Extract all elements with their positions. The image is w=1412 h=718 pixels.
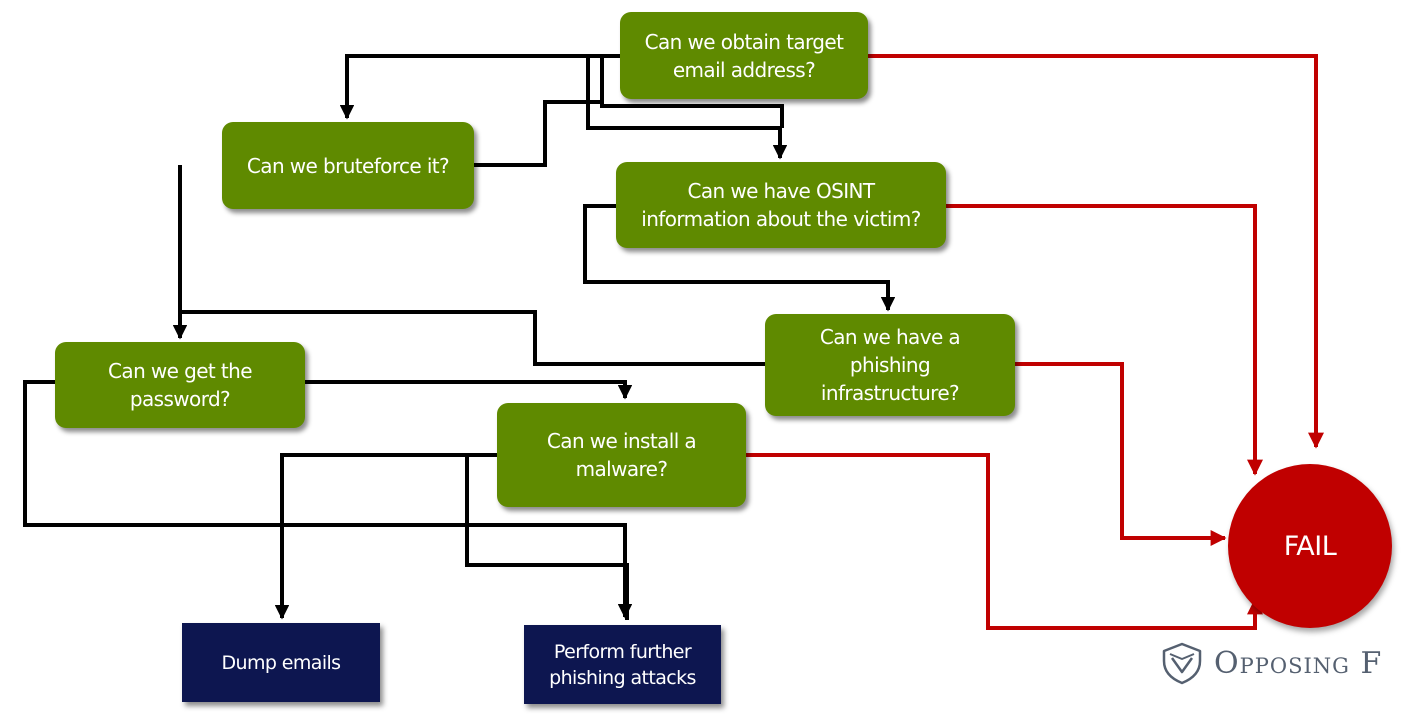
node-obtain-email: Can we obtain target email address? [620, 12, 868, 99]
edge-email-to-bruteforce [339, 54, 620, 120]
edge-password-to-further-phishing [23, 380, 633, 619]
edge-malware-to-fail [746, 453, 1263, 630]
helmet-shield-icon [1162, 642, 1202, 685]
node-osint: Can we have OSINT information about the … [616, 162, 946, 248]
node-fail-label: FAIL [1283, 530, 1337, 562]
edge-email-to-osint [586, 56, 788, 160]
brand-logo: Opposing F [1160, 638, 1382, 688]
node-dump-emails: Dump emails [182, 623, 380, 702]
edge-malware-to-dump-emails [274, 453, 497, 620]
node-further-phishing: Perform further phishing attacks [524, 625, 721, 704]
edge-osint-to-fail [946, 204, 1263, 476]
node-bruteforce: Can we bruteforce it? [222, 122, 474, 209]
node-install-malware: Can we install a malware? [497, 403, 746, 507]
node-get-password-label: Can we get the password? [108, 359, 253, 411]
node-phishing-infra: Can we have a phishing infrastructure? [765, 314, 1015, 416]
edge-osint-to-phishing-infra [583, 204, 896, 312]
node-bruteforce-label: Can we bruteforce it? [246, 153, 450, 178]
edge-bruteforce-to-email [474, 100, 602, 167]
node-phishing-infra-label: Can we have a phishing infrastructure? [819, 325, 961, 405]
edge-phishing-infra-to-password [180, 310, 765, 366]
node-install-malware-label: Can we install a malware? [546, 429, 697, 481]
node-further-phishing-label: Perform further phishing attacks [549, 640, 696, 689]
edge-email-to-fail [868, 54, 1324, 449]
node-obtain-email-label: Can we obtain target email address? [644, 29, 844, 82]
brand-name: Opposing F [1214, 645, 1383, 681]
node-get-password: Can we get the password? [55, 342, 305, 428]
node-osint-label: Can we have OSINT information about the … [641, 179, 921, 231]
node-dump-emails-label: Dump emails [221, 651, 342, 674]
node-fail: FAIL [1228, 464, 1392, 628]
edge-malware-to-further-phishing [465, 455, 629, 620]
edge-email-to-osint-inner [600, 56, 784, 128]
edge-password-to-malware [305, 380, 633, 400]
edge-phishing-infra-to-fail [1015, 362, 1227, 546]
